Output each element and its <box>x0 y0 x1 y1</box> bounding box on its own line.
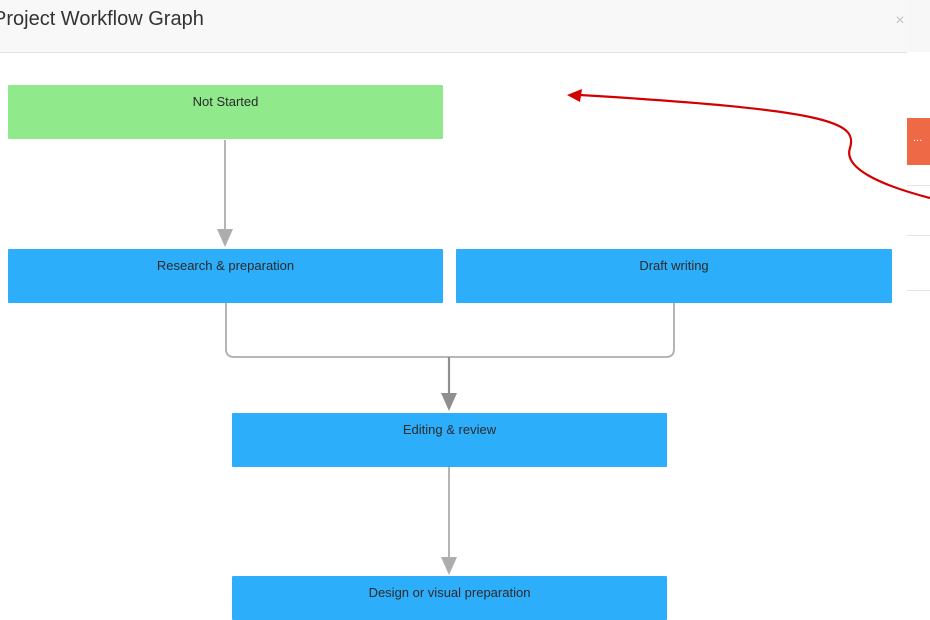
background-divider <box>907 235 930 236</box>
node-draft-writing[interactable]: Draft writing <box>456 249 892 303</box>
close-icon[interactable]: × <box>895 12 905 29</box>
arrowhead-design <box>441 557 457 575</box>
node-design-visual-preparation[interactable]: Design or visual preparation <box>232 576 667 620</box>
node-not-started[interactable]: Not Started <box>8 85 443 139</box>
node-research-preparation[interactable]: Research & preparation <box>8 249 443 303</box>
background-header-strip <box>907 0 930 52</box>
background-divider <box>907 185 930 186</box>
annotation-arrow <box>579 93 930 200</box>
arrowhead-editing <box>441 393 457 411</box>
arrowhead-research <box>217 229 233 247</box>
background-orange-button[interactable]: ... <box>907 118 930 165</box>
modal-title: Project Workflow Graph <box>0 8 204 30</box>
node-editing-review[interactable]: Editing & review <box>232 413 667 467</box>
modal-header: Project Workflow Graph × <box>0 0 907 53</box>
edge-draft-to-editing <box>449 303 675 358</box>
edge-research-to-editing <box>225 303 449 358</box>
workflow-connectors <box>217 140 675 575</box>
workflow-modal: Project Workflow Graph × Not Started Res… <box>0 0 907 620</box>
background-page-strip: ... <box>907 0 930 620</box>
annotation-arrowhead <box>567 89 582 102</box>
background-divider <box>907 290 930 291</box>
